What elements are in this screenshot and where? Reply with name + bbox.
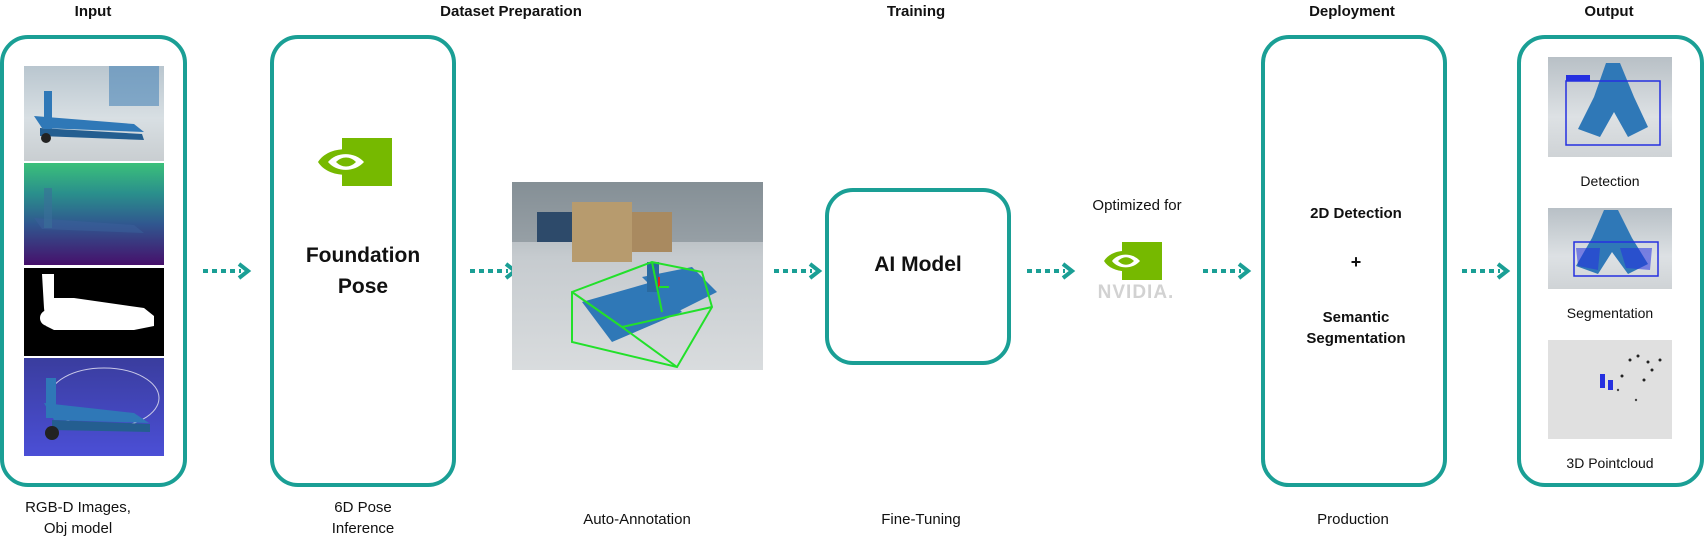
cad-model-image (24, 358, 164, 456)
caption-pose-line1: 6D Pose (334, 499, 392, 516)
detection-2d-label: 2D Detection (1310, 205, 1402, 222)
output-detection-label: Detection (1580, 173, 1640, 189)
header-output: Output (1584, 3, 1634, 20)
plus-label: + (1350, 252, 1362, 272)
segmentation-label: Segmentation (1306, 330, 1406, 347)
header-dataset-preparation: Dataset Preparation (440, 3, 582, 20)
ai-model-label: AI Model (874, 253, 962, 276)
caption-auto-annotation: Auto-Annotation (583, 511, 691, 528)
pointcloud-image (1548, 340, 1672, 439)
foundation-pose-box (270, 35, 456, 487)
ai-model-box (825, 188, 1011, 365)
deployment-box (1261, 35, 1447, 487)
header-training: Training (886, 3, 946, 20)
output-pointcloud-label: 3D Pointcloud (1566, 455, 1654, 471)
rgb-image (24, 66, 164, 161)
nvidia-eye-icon (1104, 242, 1162, 280)
header-deployment: Deployment (1309, 3, 1395, 20)
detection-image (1548, 57, 1672, 157)
flow-arrow-1 (203, 262, 252, 280)
depth-image (24, 163, 164, 265)
segmentation-image (1548, 208, 1672, 289)
nvidia-logo-icon (318, 138, 392, 186)
foundation-pose-line1: Foundation (305, 244, 421, 267)
caption-input-line1: RGB-D Images, (25, 499, 131, 516)
flow-arrow-6 (1462, 262, 1511, 280)
foundation-pose-line2: Pose (337, 275, 389, 298)
flow-arrow-3 (774, 262, 823, 280)
caption-fine-tuning: Fine-Tuning (881, 511, 961, 528)
flow-arrow-4 (1027, 262, 1076, 280)
annotated-pallet-jack-image (512, 182, 763, 370)
semantic-label: Semantic (1322, 309, 1390, 326)
caption-input-line2: Obj model (43, 520, 113, 537)
output-segmentation-label: Segmentation (1566, 305, 1654, 321)
flow-arrow-5 (1203, 262, 1252, 280)
optimized-for-label: Optimized for (1092, 197, 1182, 214)
mask-image (24, 268, 164, 356)
caption-production: Production (1317, 511, 1389, 528)
nvidia-wordmark: NVIDIA. (1097, 282, 1175, 303)
caption-pose-line2: Inference (331, 520, 395, 537)
header-input: Input (74, 3, 112, 20)
